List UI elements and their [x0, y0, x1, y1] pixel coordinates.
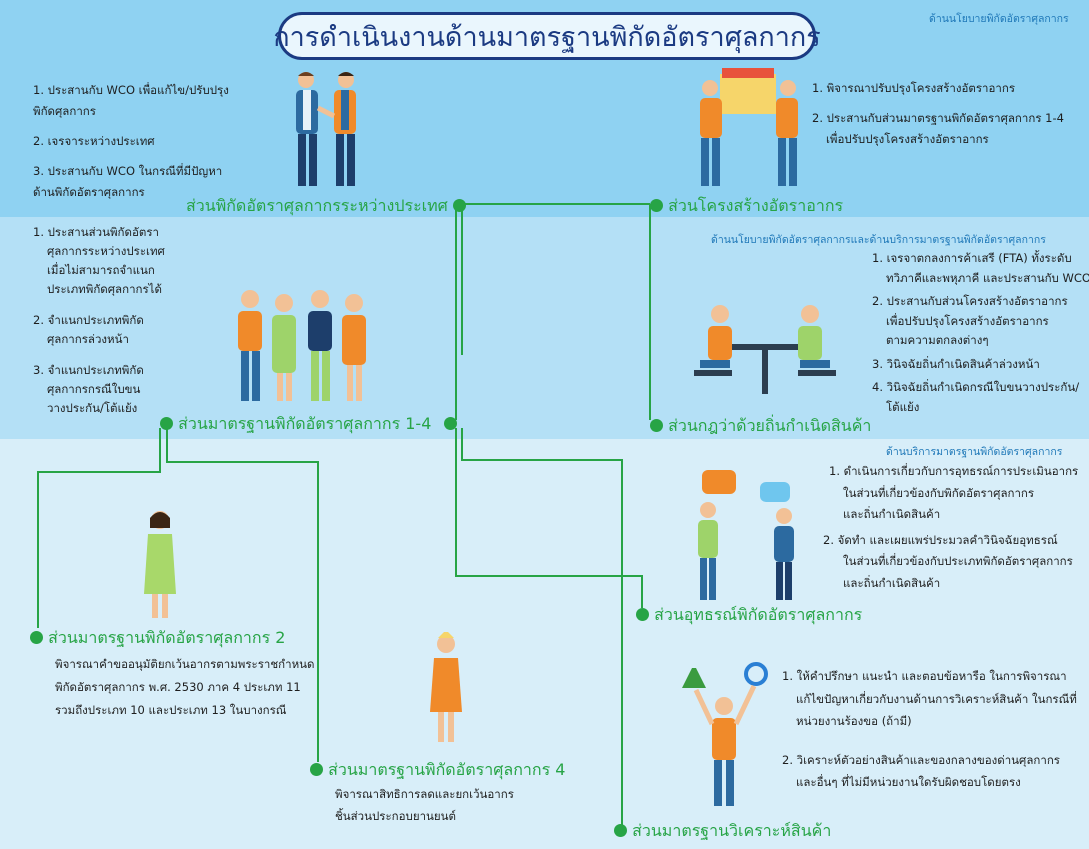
std14-duty-line: ศุลกากรระหว่างประเทศ [47, 244, 165, 258]
std14-duty-line: วางประกัน/โต้แย้ง [47, 401, 138, 415]
std4-duty-line: ชิ้นส่วนประกอบยานยนต์ [335, 809, 456, 823]
section-label-policy: ด้านนโยบายพิกัดอัตราศุลกากร [929, 13, 1069, 25]
analysis-duty-line: 1. ให้คำปรึกษา แนะนำ และตอบข้อหารือ ในกา… [782, 669, 1067, 683]
woman-orange-dress-illustration [430, 632, 462, 742]
unit-tariff-standard-1-4-label: ส่วนมาตรฐานพิกัดอัตราศุลกากร 1-4 [178, 414, 432, 433]
structure-duties: 1. พิจารณาปรับปรุงโครงสร้างอัตราอากร 2. … [812, 78, 1064, 150]
unit-product-analysis-label: ส่วนมาตรฐานวิเคราะห์สินค้า [632, 821, 832, 840]
title-box: การดำเนินงานด้านมาตรฐานพิกัดอัตราศุลกากร [273, 12, 821, 60]
std2-duty-line: พิกัดอัตราศุลกากร พ.ศ. 2530 ภาค 4 ประเภท… [55, 680, 301, 694]
analysis-duty-line: และอื่นๆ ที่ไม่มีหน่วยงานใดรับผิดชอบโดยต… [796, 775, 1021, 789]
std4-duties: พิจารณาสิทธิการลดและยกเว้นอากร ชิ้นส่วนป… [335, 783, 514, 827]
origin-duty-line: 2. ประสานกับส่วนโครงสร้างอัตราอากร [872, 294, 1068, 308]
unit-tariff-appeal[interactable]: ส่วนอุทธรณ์พิกัดอัตราศุลกากร [636, 603, 862, 628]
connector-dot [160, 417, 173, 430]
unit-product-analysis[interactable]: ส่วนมาตรฐานวิเคราะห์สินค้า [614, 819, 831, 844]
origin-duty-line: ตามความตกลงต่างๆ [886, 333, 989, 347]
policy-service-band [0, 217, 1089, 439]
appeal-duty-line: ในส่วนที่เกี่ยวข้องกับประเภทพิกัดอัตราศุ… [843, 554, 1073, 568]
connector-dot [636, 608, 649, 621]
connector-dot [614, 824, 627, 837]
section-label-policy-service: ด้านนโยบายพิกัดอัตราศุลกากรและด้านบริการ… [711, 234, 1046, 246]
analysis-duty-line [782, 733, 1077, 749]
connector-dot [444, 417, 458, 430]
workers-carrying-box-illustration [700, 68, 798, 186]
intl-duty-line: ด้านพิกัดอัตราศุลกากร [33, 185, 145, 199]
origin-duty-line: 1. เจรจาตกลงการค้าเสรี (FTA) ทั้งระดับ [872, 251, 1072, 265]
connector-dot [310, 763, 323, 776]
std2-duties: พิจารณาคำขออนุมัติยกเว้นอากรตามพระราชกำห… [55, 653, 314, 722]
origin-duty-line: 4. วินิจฉัยถิ่นกำเนิดกรณีใบขนวางประกัน/ [872, 380, 1080, 394]
std2-duty-line: รวมถึงประเภท 10 และประเภท 13 ในบางกรณี [55, 703, 287, 717]
structure-duty-line: เพื่อปรับปรุงโครงสร้างอัตราอากร [826, 132, 989, 146]
unit-duty-structure-label: ส่วนโครงสร้างอัตราอากร [668, 196, 844, 215]
meeting-at-table-illustration [694, 305, 836, 394]
std14-duty-line: เมื่อไม่สามารถจำแนก [47, 263, 155, 277]
structure-duty-line: 2. ประสานกับส่วนมาตรฐานพิกัดอัตราศุลกากร… [812, 111, 1064, 125]
scientist-with-flask-illustration [682, 662, 768, 806]
origin-duty-line: ทวิภาคีและพหุภาคี และประสานกับ WCO [886, 270, 1089, 285]
unit-tariff-appeal-label: ส่วนอุทธรณ์พิกัดอัตราศุลกากร [654, 605, 863, 624]
unit-tariff-standard-1-4[interactable]: ส่วนมาตรฐานพิกัดอัตราศุลกากร 1-4 [160, 412, 458, 437]
unit-rules-of-origin[interactable]: ส่วนกฎว่าด้วยถิ่นกำเนิดสินค้า [650, 414, 871, 439]
std14-duty-line: ศุลกากรล่วงหน้า [47, 332, 129, 346]
std14-duty-line: ประเภทพิกัดศุลกากรได้ [47, 282, 162, 296]
intl-duty-line: 1. ประสานกับ WCO เพื่อแก้ไข/ปรับปรุง [33, 83, 229, 97]
intl-duty-line: พิกัดศุลกากร [33, 104, 96, 118]
intl-duty-line: 2. เจรจาระหว่างประเทศ [33, 134, 155, 148]
analysis-duty-line: 2. วิเคราะห์ตัวอย่างสินค้าและของกลางของด… [782, 752, 1060, 767]
origin-duty-line: โต้แย้ง [886, 399, 920, 414]
appeal-duty-line: 2. จัดทำ และเผยแพร่ประมวลคำวินิจฉัยอุทธร… [823, 532, 1058, 547]
intl-duties: 1. ประสานกับ WCO เพื่อแก้ไข/ปรับปรุง พิก… [33, 80, 229, 203]
unit-duty-structure[interactable]: ส่วนโครงสร้างอัตราอากร [650, 194, 843, 219]
section-label-service: ด้านบริการมาตรฐานพิกัดอัตราศุลกากร [886, 446, 1063, 458]
connector-dot [452, 199, 466, 212]
intl-duty-line: 3. ประสานกับ WCO ในกรณีที่มีปัญหา [33, 164, 223, 178]
connector-dot [30, 631, 43, 644]
origin-duties: 1. เจรจาตกลงการค้าเสรี (FTA) ทั้งระดับ ท… [872, 249, 1089, 417]
std14-duty-line: 3. จำแนกประเภทพิกัด [33, 363, 144, 377]
analysis-duty-line: หน่วยงานร้องขอ (ถ้ามี) [796, 714, 912, 728]
structure-duty-line: 1. พิจารณาปรับปรุงโครงสร้างอัตราอากร [812, 81, 1016, 95]
unit-tariff-standard-4-label: ส่วนมาตรฐานพิกัดอัตราศุลกากร 4 [328, 760, 566, 779]
unit-tariff-standard-2-label: ส่วนมาตรฐานพิกัดอัตราศุลกากร 2 [48, 628, 286, 647]
unit-tariff-standard-2[interactable]: ส่วนมาตรฐานพิกัดอัตราศุลกากร 2 [30, 626, 285, 651]
std14-duties: 1. ประสานส่วนพิกัดอัตรา ศุลกากรระหว่างปร… [33, 223, 165, 418]
woman-in-dress-illustration [144, 511, 176, 618]
analysis-duty-line: แก้ไขปัญหาเกี่ยวกับงานด้านการวิเคราะห์สิ… [796, 691, 1077, 706]
appeal-duty-line: และถิ่นกำเนิดสินค้า [843, 507, 941, 521]
judge-debate-illustration [698, 470, 794, 600]
analysis-duties: 1. ให้คำปรึกษา แนะนำ และตอบข้อหารือ ในกา… [782, 665, 1077, 794]
group-of-people-illustration [238, 290, 366, 401]
unit-international-tariff[interactable]: ส่วนพิกัดอัตราศุลกากรระหว่างประเทศ [186, 194, 466, 219]
service-band [0, 439, 1089, 849]
connector-dot [650, 199, 663, 212]
std4-duty-line: พิจารณาสิทธิการลดและยกเว้นอากร [335, 787, 514, 801]
unit-international-tariff-label: ส่วนพิกัดอัตราศุลกากรระหว่างประเทศ [186, 196, 448, 215]
handshake-people-illustration [296, 72, 356, 186]
origin-duty-line: เพื่อปรับปรุงโครงสร้างอัตราอากร [886, 313, 1049, 328]
page-title: การดำเนินงานด้านมาตรฐานพิกัดอัตราศุลกากร [273, 21, 821, 53]
std14-duty-line: 2. จำแนกประเภทพิกัด [33, 313, 144, 327]
appeal-duties: 1. ดำเนินการเกี่ยวกับการอุทธรณ์การประเมิ… [823, 461, 1079, 594]
connector-dot [650, 419, 663, 432]
appeal-duty-line: ในส่วนที่เกี่ยวข้องกับพิกัดอัตราศุลกากร [843, 485, 1035, 500]
origin-duty-line: 3. วินิจฉัยถิ่นกำเนิดสินค้าล่วงหน้า [872, 356, 1040, 371]
appeal-duty-line: และถิ่นกำเนิดสินค้า [843, 575, 941, 590]
std14-duty-line: ศุลกากรกรณีใบขน [47, 382, 141, 396]
unit-rules-of-origin-label: ส่วนกฎว่าด้วยถิ่นกำเนิดสินค้า [668, 416, 872, 435]
std2-duty-line: พิจารณาคำขออนุมัติยกเว้นอากรตามพระราชกำห… [55, 657, 315, 671]
std14-duty-line: 1. ประสานส่วนพิกัดอัตรา [33, 225, 159, 239]
unit-tariff-standard-4[interactable]: ส่วนมาตรฐานพิกัดอัตราศุลกากร 4 [310, 758, 565, 783]
appeal-duty-line: 1. ดำเนินการเกี่ยวกับการอุทธรณ์การประเมิ… [829, 464, 1079, 478]
